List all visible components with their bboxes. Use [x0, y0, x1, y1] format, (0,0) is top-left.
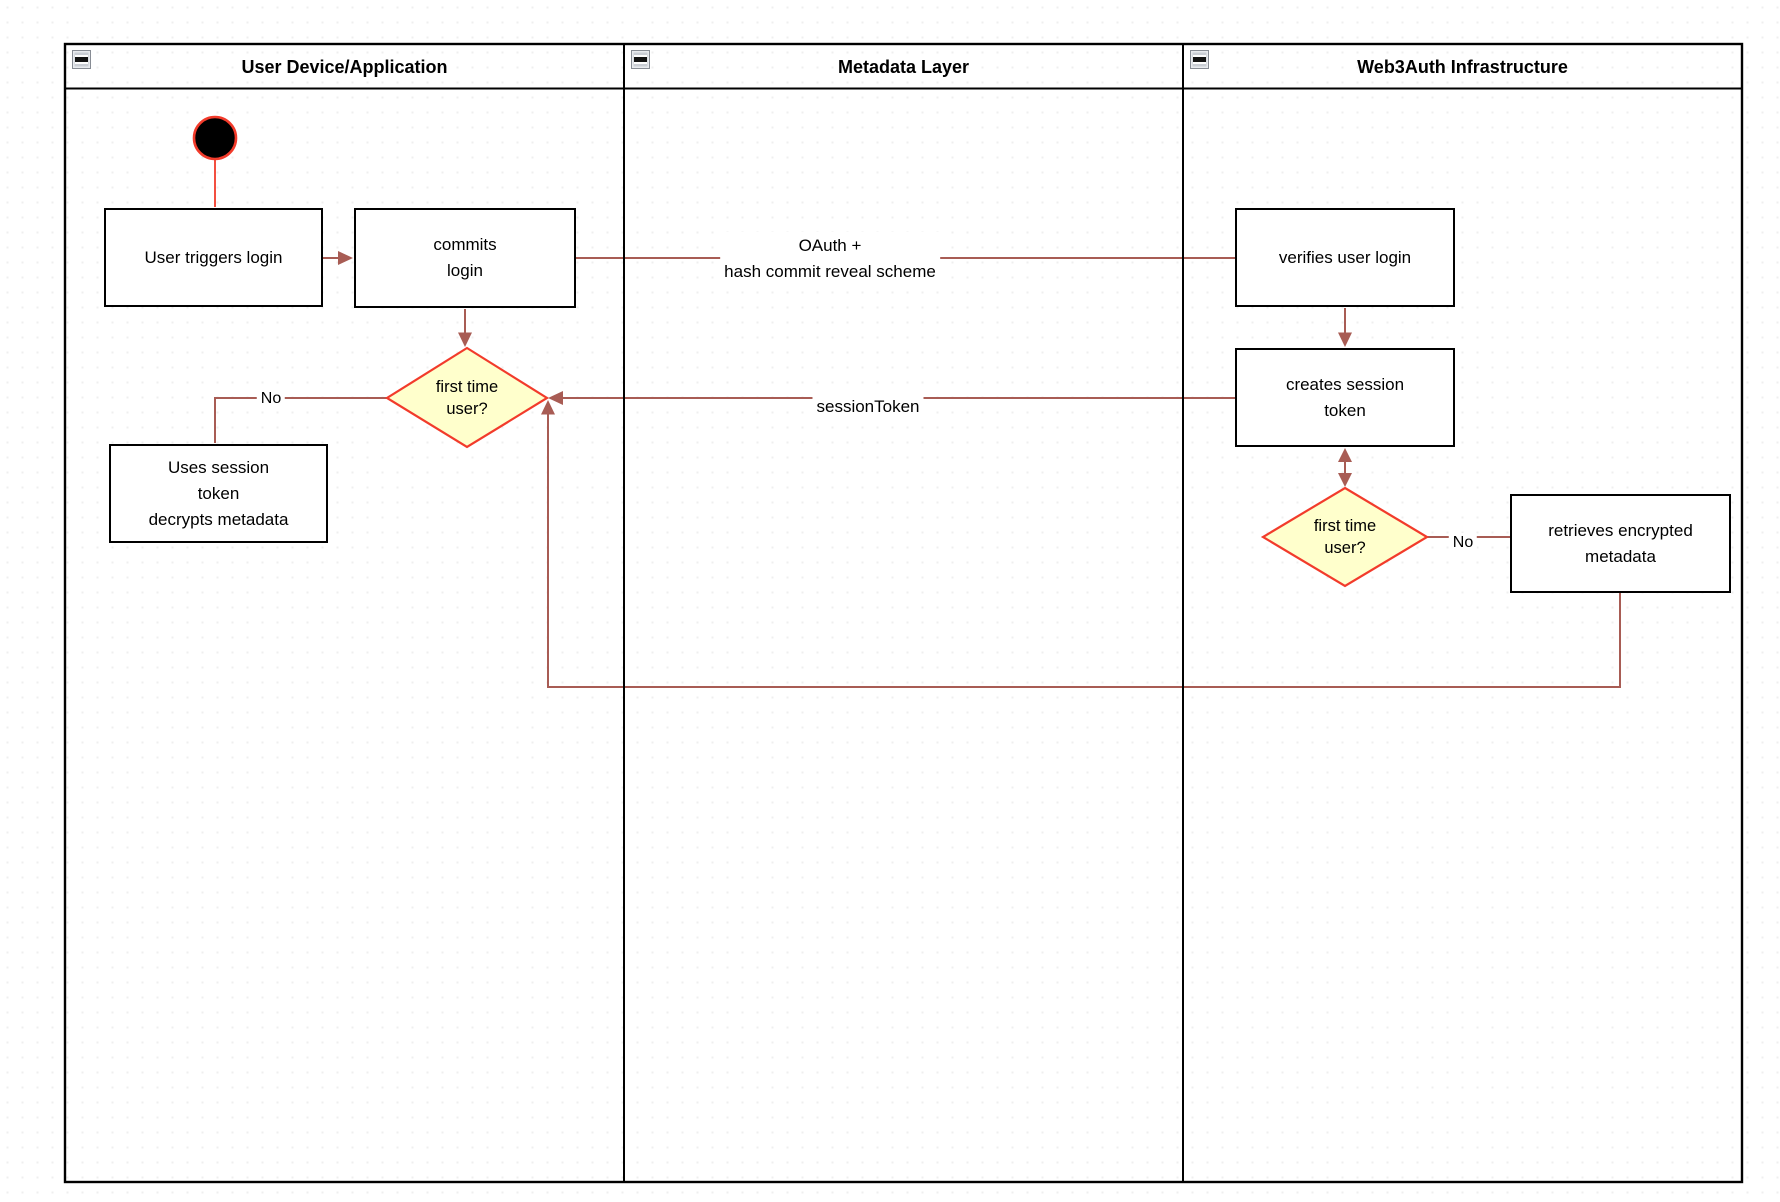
decision-first-time-user-device[interactable]	[384, 346, 550, 449]
arrowhead-down-icon	[1338, 473, 1352, 487]
decision-label-device: first time user?	[387, 348, 547, 447]
arrowhead-left-icon	[548, 391, 563, 405]
edge-retrieves-feedback-to-decision[interactable]	[541, 400, 1621, 688]
node-retrieves-encrypted-metadata[interactable]: retrieves encrypted metadata	[1510, 494, 1731, 593]
minus-icon	[634, 55, 647, 64]
lane-header-user-device[interactable]: User Device/Application	[65, 45, 624, 87]
collapse-icon[interactable]	[72, 50, 91, 69]
edge-decision-no-to-uses-session[interactable]	[214, 397, 387, 443]
node-label: verifies user login	[1278, 247, 1412, 267]
edge-verifies-to-creates[interactable]	[1338, 308, 1352, 347]
arrowhead-up-icon	[541, 400, 555, 415]
edge-commits-to-decision[interactable]	[458, 309, 472, 347]
decision-first-time-user-infra[interactable]	[1260, 486, 1430, 588]
arrowhead-right-icon	[338, 251, 353, 265]
node-label: commits login	[433, 235, 497, 280]
label-no-infra[interactable]: No	[1448, 533, 1478, 553]
node-label: retrieves encrypted metadata	[1548, 520, 1693, 566]
minus-icon	[1193, 55, 1206, 64]
swimlane-frame	[63, 42, 1744, 1184]
decision-label-infra: first time user?	[1263, 488, 1427, 586]
node-commits-login[interactable]: commits login	[354, 208, 576, 308]
node-uses-session-token[interactable]: Uses session token decrypts metadata	[109, 444, 328, 543]
lane-title: Web3Auth Infrastructure	[1357, 57, 1568, 77]
lane-header-metadata-layer[interactable]: Metadata Layer	[624, 45, 1183, 87]
arrowhead-down-icon	[1338, 332, 1352, 347]
decision-text: first time user?	[435, 377, 499, 418]
label-oauth[interactable]: OAuth + hash commit reveal scheme	[720, 232, 940, 286]
label-no-device[interactable]: No	[256, 389, 286, 409]
lane-title: Metadata Layer	[837, 57, 970, 77]
arrowhead-down-icon	[458, 332, 472, 347]
edge-user-triggers-to-commits[interactable]	[323, 251, 353, 265]
collapse-icon[interactable]	[1190, 50, 1209, 69]
arrowhead-up-icon	[1338, 448, 1352, 462]
edge-creates-decision-bidirectional[interactable]	[1338, 448, 1352, 487]
node-creates-session-token[interactable]: creates session token	[1235, 348, 1455, 447]
node-label: Uses session token decrypts metadata	[148, 457, 289, 529]
pool-border	[63, 42, 1744, 1184]
node-verifies-user-login[interactable]: verifies user login	[1235, 208, 1455, 307]
lane-header-web3auth-infra[interactable]: Web3Auth Infrastructure	[1183, 45, 1742, 87]
node-label: creates session token	[1285, 374, 1405, 420]
node-user-triggers-login[interactable]: User triggers login	[104, 208, 323, 307]
collapse-icon[interactable]	[631, 50, 650, 69]
decision-text: first time user?	[1313, 517, 1377, 557]
node-label: User triggers login	[144, 247, 283, 267]
label-sessiontoken[interactable]: sessionToken	[812, 393, 924, 421]
minus-icon	[75, 55, 88, 64]
lane-title: User Device/Application	[241, 57, 448, 77]
start-node[interactable]	[192, 115, 238, 161]
